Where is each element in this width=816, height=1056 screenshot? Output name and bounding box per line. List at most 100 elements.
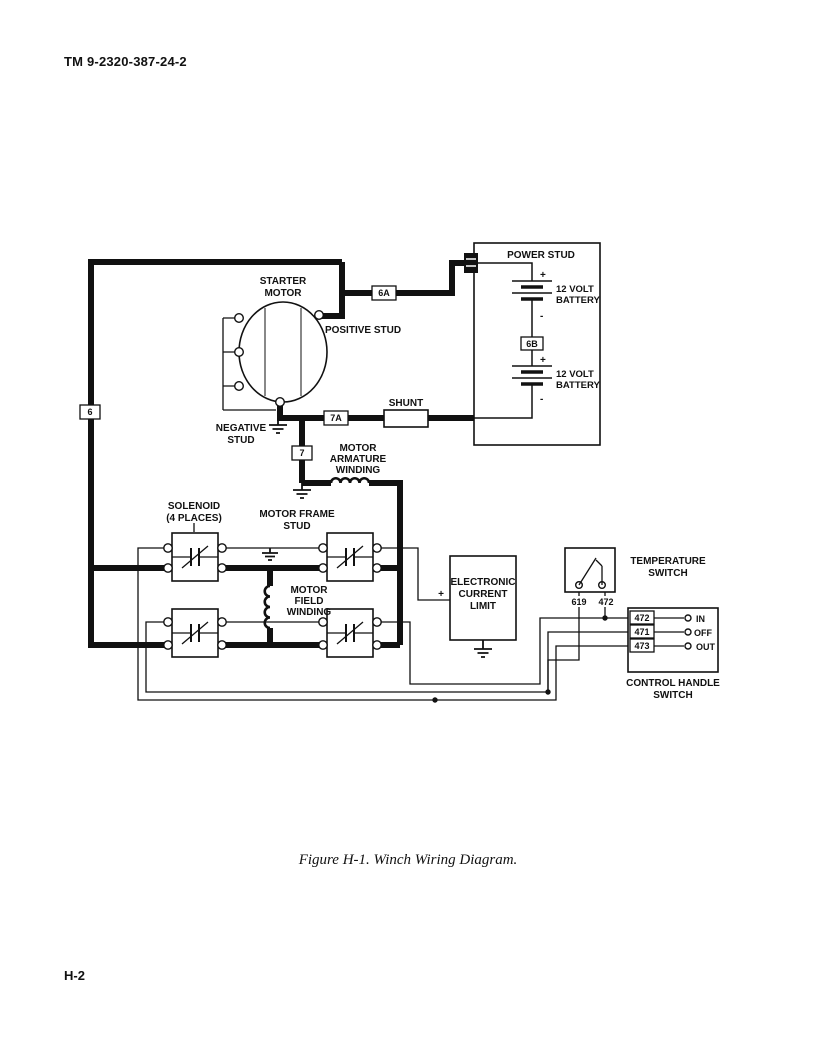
starter-motor-label-2: MOTOR: [264, 288, 302, 299]
chs-contact-in: [684, 614, 692, 622]
solenoid-terminals: [163, 543, 382, 650]
ecl-label-1: ELECTRONIC: [451, 577, 516, 588]
terminal: [217, 543, 227, 553]
chs-pos-off: OFF: [694, 628, 712, 638]
motor-frame-stud-ground: [293, 483, 311, 499]
battery1-name: BATTERY: [556, 295, 600, 306]
chs-label-1: CONTROL HANDLE: [626, 678, 720, 689]
wire-471-run: [145, 621, 628, 693]
wire-7a-neg-to-shunt: [277, 404, 384, 421]
temperature-switch: [564, 547, 616, 593]
power-stud-label: POWER STUD: [507, 250, 575, 261]
motor-armature-winding-coil: [329, 477, 371, 484]
solenoid-frame-ground: [262, 548, 278, 561]
battery1-volts: 12 VOLT: [556, 284, 594, 295]
page-number: H-2: [64, 968, 85, 983]
shunt-label: SHUNT: [389, 398, 423, 409]
field-label-1: MOTOR: [290, 585, 328, 596]
armature-label-3: WINDING: [336, 465, 381, 476]
chs-wire-473-label: 473: [634, 641, 649, 651]
power-stud-battery-box: [464, 242, 601, 446]
solenoid-contact-bars: [345, 624, 355, 642]
field-label-3: WINDING: [287, 607, 332, 618]
shunt-body: [383, 409, 429, 428]
solenoid-contact-blade: [181, 545, 209, 569]
terminal: [318, 640, 328, 650]
chs-contact-wires: [654, 617, 684, 647]
solenoid-bottom-right: [326, 608, 374, 658]
solenoid-top-left: [171, 532, 219, 582]
positive-stud-label: POSITIVE STUD: [325, 325, 401, 336]
wire-7a-tag: [323, 410, 349, 426]
chs-wire-472-label: 472: [634, 613, 649, 623]
wire-7-label: 7: [299, 448, 304, 458]
wire-619-label: 619: [571, 597, 586, 607]
wire-472-run: [377, 617, 628, 685]
wire-619-run: [547, 592, 580, 692]
wire-7-tag: [291, 445, 313, 461]
wire-473-tag: [629, 638, 655, 653]
terminal: [372, 640, 382, 650]
solenoid-contact-bars: [345, 548, 355, 566]
wire-6-label: 6: [87, 407, 92, 417]
terminal: [318, 543, 328, 553]
frame-stud-label-1: MOTOR FRAME: [259, 509, 335, 520]
armature-label-2: ARMATURE: [330, 454, 387, 465]
chs-label-2: SWITCH: [653, 690, 692, 701]
wire-6-tag: [79, 404, 101, 420]
battery2-minus: -: [540, 394, 543, 405]
battery1-minus: -: [540, 311, 543, 322]
terminal: [318, 617, 328, 627]
terminal: [372, 543, 382, 553]
solenoid-contact-bars: [190, 624, 200, 642]
junction-dot: [545, 689, 551, 695]
junction-dot: [602, 615, 608, 621]
control-handle-switch: [627, 607, 719, 673]
wire-6-main-loop: [88, 259, 342, 648]
terminal: [163, 563, 173, 573]
terminal: [372, 617, 382, 627]
terminal: [163, 640, 173, 650]
terminal: [217, 563, 227, 573]
power-stud-symbol: [464, 253, 478, 273]
wire-472-temp-label: 472: [598, 597, 613, 607]
battery-internal-wire-bottom: [474, 384, 533, 419]
ecl-plus: +: [438, 589, 444, 600]
electronic-current-limit-box: [449, 555, 517, 641]
wire-armature-to-solenoids: [369, 480, 403, 645]
motor-terminal: [233, 347, 244, 358]
junction-dot: [432, 697, 438, 703]
battery2-volts: 12 VOLT: [556, 369, 594, 380]
battery2-name: BATTERY: [556, 380, 600, 391]
starter-motor: [233, 301, 328, 408]
wire-6a-battery-feed: [342, 260, 470, 296]
starter-motor-label-1: STARTER: [260, 276, 307, 287]
terminal: [163, 617, 173, 627]
diagram-labels: POWER STUD + 12 VOLT BATTERY - 6B + 12 V…: [87, 250, 720, 701]
motor-field-winding-coil: [263, 584, 271, 630]
solenoid-contact-blade: [336, 621, 364, 645]
wire-6a-tag: [371, 285, 397, 301]
power-stud-slots: [466, 258, 476, 267]
label-halo: [593, 596, 619, 607]
wire-473-run: [137, 547, 628, 701]
solenoid-top-right: [326, 532, 374, 582]
solenoid-contact-bars: [190, 548, 200, 566]
starter-motor-body: [238, 301, 328, 403]
terminal: [217, 640, 227, 650]
terminal: [163, 543, 173, 553]
temp-switch-label-2: SWITCH: [648, 568, 687, 579]
temp-switch-blade: [578, 557, 603, 586]
negative-stud-terminal: [275, 397, 286, 408]
positive-stud-terminal: [314, 310, 325, 321]
wire-6a-label: 6A: [378, 288, 390, 298]
negative-stud-label-1: NEGATIVE: [216, 423, 267, 434]
ecl-ground: [474, 640, 492, 658]
ground-symbols: [262, 418, 492, 658]
motor-terminal: [233, 313, 244, 324]
solenoid-label-1: SOLENOID: [168, 501, 220, 512]
ecl-label-3: LIMIT: [470, 601, 496, 612]
chs-pos-out: OUT: [696, 642, 716, 652]
ecl-label-2: CURRENT: [459, 589, 508, 600]
